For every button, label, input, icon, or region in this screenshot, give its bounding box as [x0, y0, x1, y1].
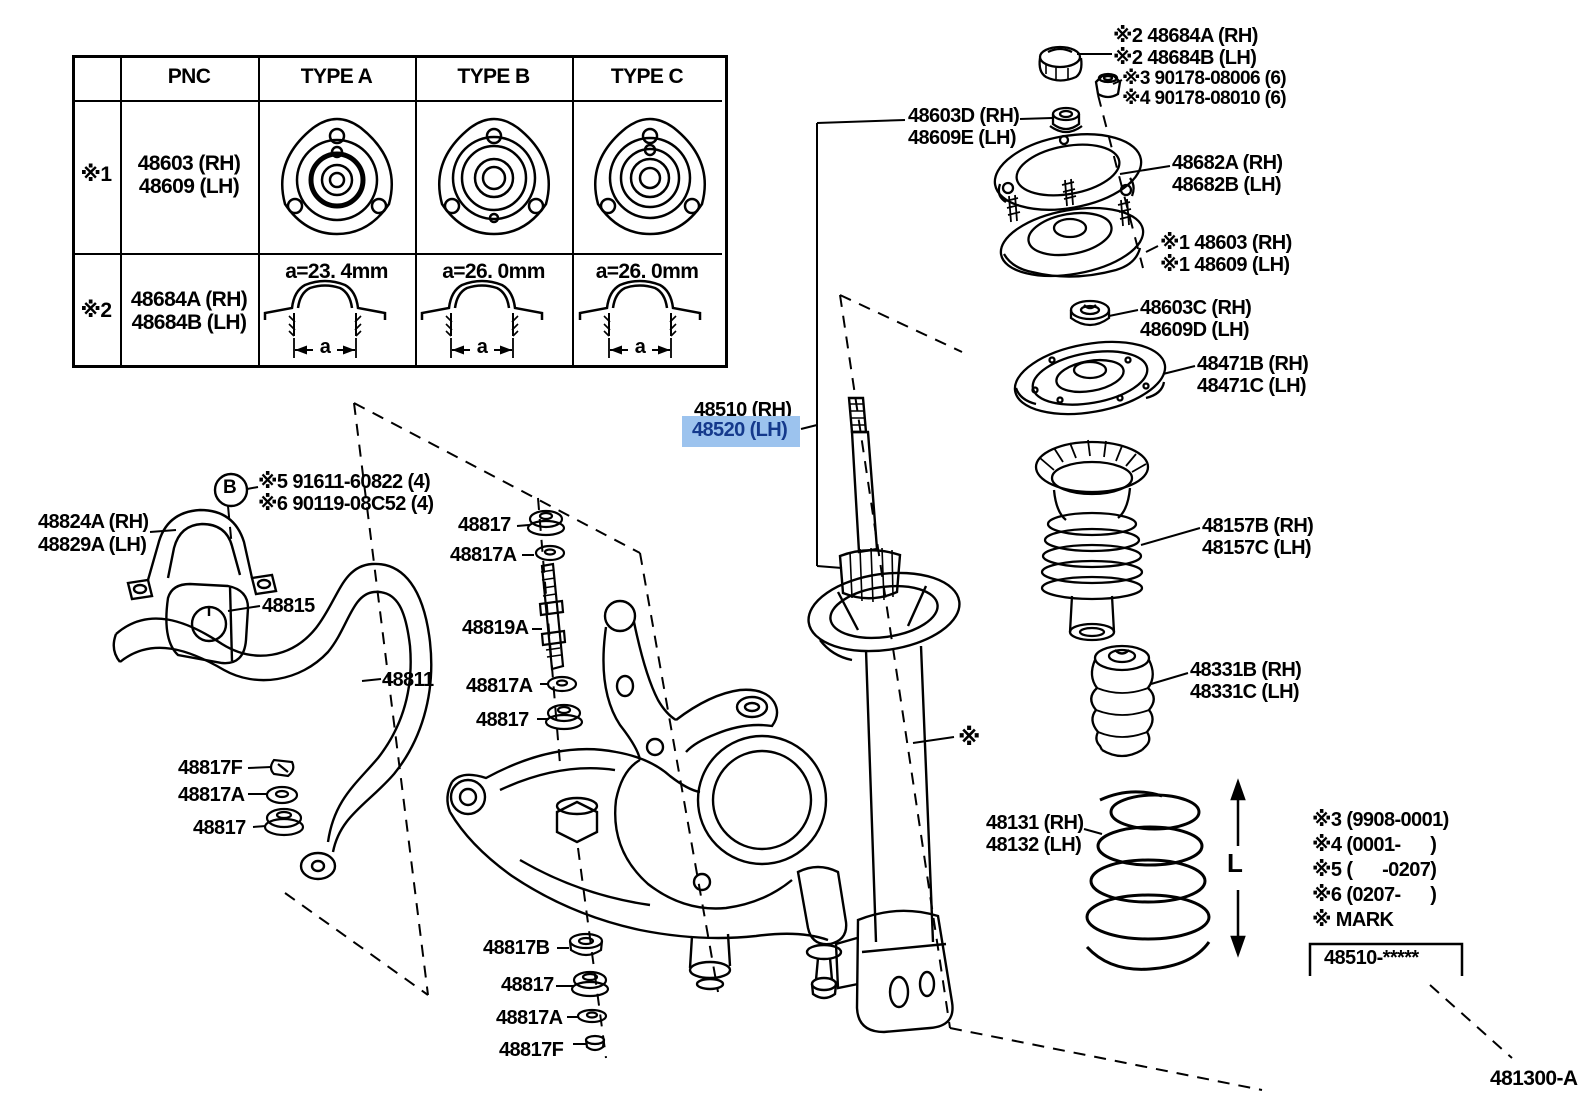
- part-label-48684b-lh: ※2 48684B (LH): [1113, 47, 1257, 69]
- link-small-parts: [526, 509, 584, 731]
- part-label-48331c-lh: 48331C (LH): [1190, 681, 1300, 703]
- table-header-type-a: TYPE A: [300, 65, 373, 88]
- b-callout-circle: [213, 472, 249, 508]
- knuckle-drawing: [602, 599, 848, 1000]
- part-label-48824a-rh: 48824A (RH): [38, 511, 149, 533]
- part-label-48817f-left: 48817F: [178, 757, 243, 779]
- legend-item-3: ※3 (9908-0001): [1312, 809, 1449, 831]
- support-48603-drawing: [999, 178, 1145, 278]
- b-callout-letter: B: [223, 477, 237, 498]
- part-label-91611-60822: ※5 91611-60822 (4): [258, 471, 431, 493]
- part-label-48819a: 48819A: [462, 617, 529, 639]
- legend-item-4: ※4 (0001- ): [1312, 834, 1437, 856]
- part-label-48817-left: 48817: [193, 817, 246, 839]
- table-a-value-type-b: a=26. 0mm: [442, 260, 545, 283]
- part-label-48331b-rh: 48331B (RH): [1190, 659, 1302, 681]
- length-dimension-arrow: [1230, 778, 1246, 958]
- bushing-48815-drawing: [165, 582, 250, 665]
- part-label-48603c-rh: 48603C (RH): [1140, 297, 1252, 319]
- table-vline: [258, 55, 260, 368]
- part-label-48817a-link-top: 48817A: [450, 544, 517, 566]
- part-label-90119-08c52: ※6 90119-08C52 (4): [258, 493, 434, 515]
- mount-figures: [280, 117, 707, 236]
- plate-48682-drawing: [993, 133, 1143, 211]
- asterisk-strut-callout: ※: [958, 724, 980, 750]
- part-label-48609d-lh: 48609D (LH): [1140, 319, 1250, 341]
- part-label-48510-rh: 48510 (RH): [694, 399, 792, 421]
- part-label-48817a-left: 48817A: [178, 784, 245, 806]
- dim-letter-a: a: [476, 336, 488, 358]
- table-row1-pnc-rh: 48603 (RH): [137, 152, 241, 175]
- strut-drawing: [807, 396, 961, 1034]
- dim-letter-l: L: [1227, 848, 1243, 878]
- boot-48157-drawing: [1034, 439, 1150, 642]
- legend-item-mark: ※ MARK: [1312, 909, 1394, 931]
- dim-letter-a: a: [634, 336, 646, 358]
- part-label-48520-lh: 48520 (LH): [692, 419, 788, 441]
- table-row2-pnc-lh: 48684B (LH): [131, 311, 247, 334]
- part-label-48817-link-top: 48817: [458, 514, 511, 536]
- table-a-value-type-c: a=26. 0mm: [595, 260, 699, 283]
- part-label-48817a-link-bot: 48817A: [466, 675, 533, 697]
- box-part-code: 48510-*****: [1324, 947, 1419, 969]
- legend-item-5: ※5 ( -0207): [1312, 859, 1437, 881]
- table-a-value-type-a: a=23. 4mm: [285, 260, 388, 283]
- part-label-48811: 48811: [382, 669, 434, 691]
- part-label-90178-08010: ※4 90178-08010 (6): [1122, 88, 1287, 109]
- left-small-parts: [263, 758, 305, 837]
- part-label-48609-lh: ※1 48609 (LH): [1160, 254, 1290, 276]
- leader-lines: [149, 53, 1201, 1045]
- box-code-bracket: [1308, 942, 1464, 976]
- part-label-48829a-lh: 48829A (LH): [38, 534, 147, 556]
- part-label-48471b-rh: 48471B (RH): [1197, 353, 1309, 375]
- table-row1-mark: ※1: [80, 163, 113, 186]
- part-label-48603-rh: ※1 48603 (RH): [1160, 232, 1292, 254]
- part-label-48157b-rh: 48157B (RH): [1202, 515, 1314, 537]
- part-label-48817f-arm: 48817F: [499, 1039, 564, 1061]
- part-label-90178-08006: ※3 90178-08006 (6): [1122, 68, 1287, 89]
- table-vline: [415, 55, 417, 368]
- cap-48684-drawing: [1038, 45, 1083, 82]
- table-row1-pnc-lh: 48609 (LH): [138, 175, 240, 198]
- arm-washer-stack: [568, 932, 610, 1052]
- control-arm-drawing: [446, 747, 829, 991]
- seat-48471-drawing: [1013, 340, 1167, 416]
- nut-48603d-drawing: [1049, 106, 1083, 134]
- part-label-48471c-lh: 48471C (LH): [1197, 375, 1307, 397]
- coil-spring-drawing: [1085, 790, 1211, 971]
- diagram-code: 481300-A: [1490, 1067, 1578, 1090]
- table-header-pnc: PNC: [167, 65, 211, 88]
- highlighted-part-48520: 48520 (LH): [682, 416, 800, 447]
- nut-90178-drawing: [1094, 72, 1122, 99]
- part-label-48157c-lh: 48157C (LH): [1202, 537, 1312, 559]
- bearing-48603c-drawing: [1069, 299, 1111, 327]
- part-label-48132-lh: 48132 (LH): [986, 834, 1082, 856]
- part-label-48817-link-bot: 48817: [476, 709, 529, 731]
- part-label-48684a-rh: ※2 48684A (RH): [1113, 25, 1258, 47]
- part-label-48609e-lh: 48609E (LH): [908, 127, 1017, 149]
- table-vline: [120, 55, 122, 368]
- table-hline: [72, 253, 722, 255]
- stabilizer-bar-drawing: [112, 562, 433, 881]
- part-label-48817b: 48817B: [483, 937, 550, 959]
- bumpstop-48331-drawing: [1090, 644, 1155, 758]
- table-row2-pnc-rh: 48684A (RH): [130, 288, 248, 311]
- spec-table: [72, 55, 728, 368]
- part-label-48815: 48815: [262, 595, 315, 617]
- bracket-48824-drawing: [126, 508, 278, 601]
- part-label-48682a-rh: 48682A (RH): [1172, 152, 1283, 174]
- table-header-type-c: TYPE C: [610, 65, 684, 88]
- table-vline: [572, 55, 574, 368]
- table-row2-mark: ※2: [80, 299, 113, 322]
- part-label-48817-arm: 48817: [501, 974, 554, 996]
- table-hline: [72, 100, 722, 102]
- part-label-48682b-lh: 48682B (LH): [1172, 174, 1282, 196]
- table-header-type-b: TYPE B: [457, 65, 530, 88]
- part-label-48817a-arm: 48817A: [496, 1007, 563, 1029]
- part-label-48131-rh: 48131 (RH): [986, 812, 1084, 834]
- legend-item-6: ※6 (0207- ): [1312, 884, 1437, 906]
- dim-letter-a: a: [319, 336, 331, 358]
- part-label-48603d-rh: 48603D (RH): [908, 105, 1020, 127]
